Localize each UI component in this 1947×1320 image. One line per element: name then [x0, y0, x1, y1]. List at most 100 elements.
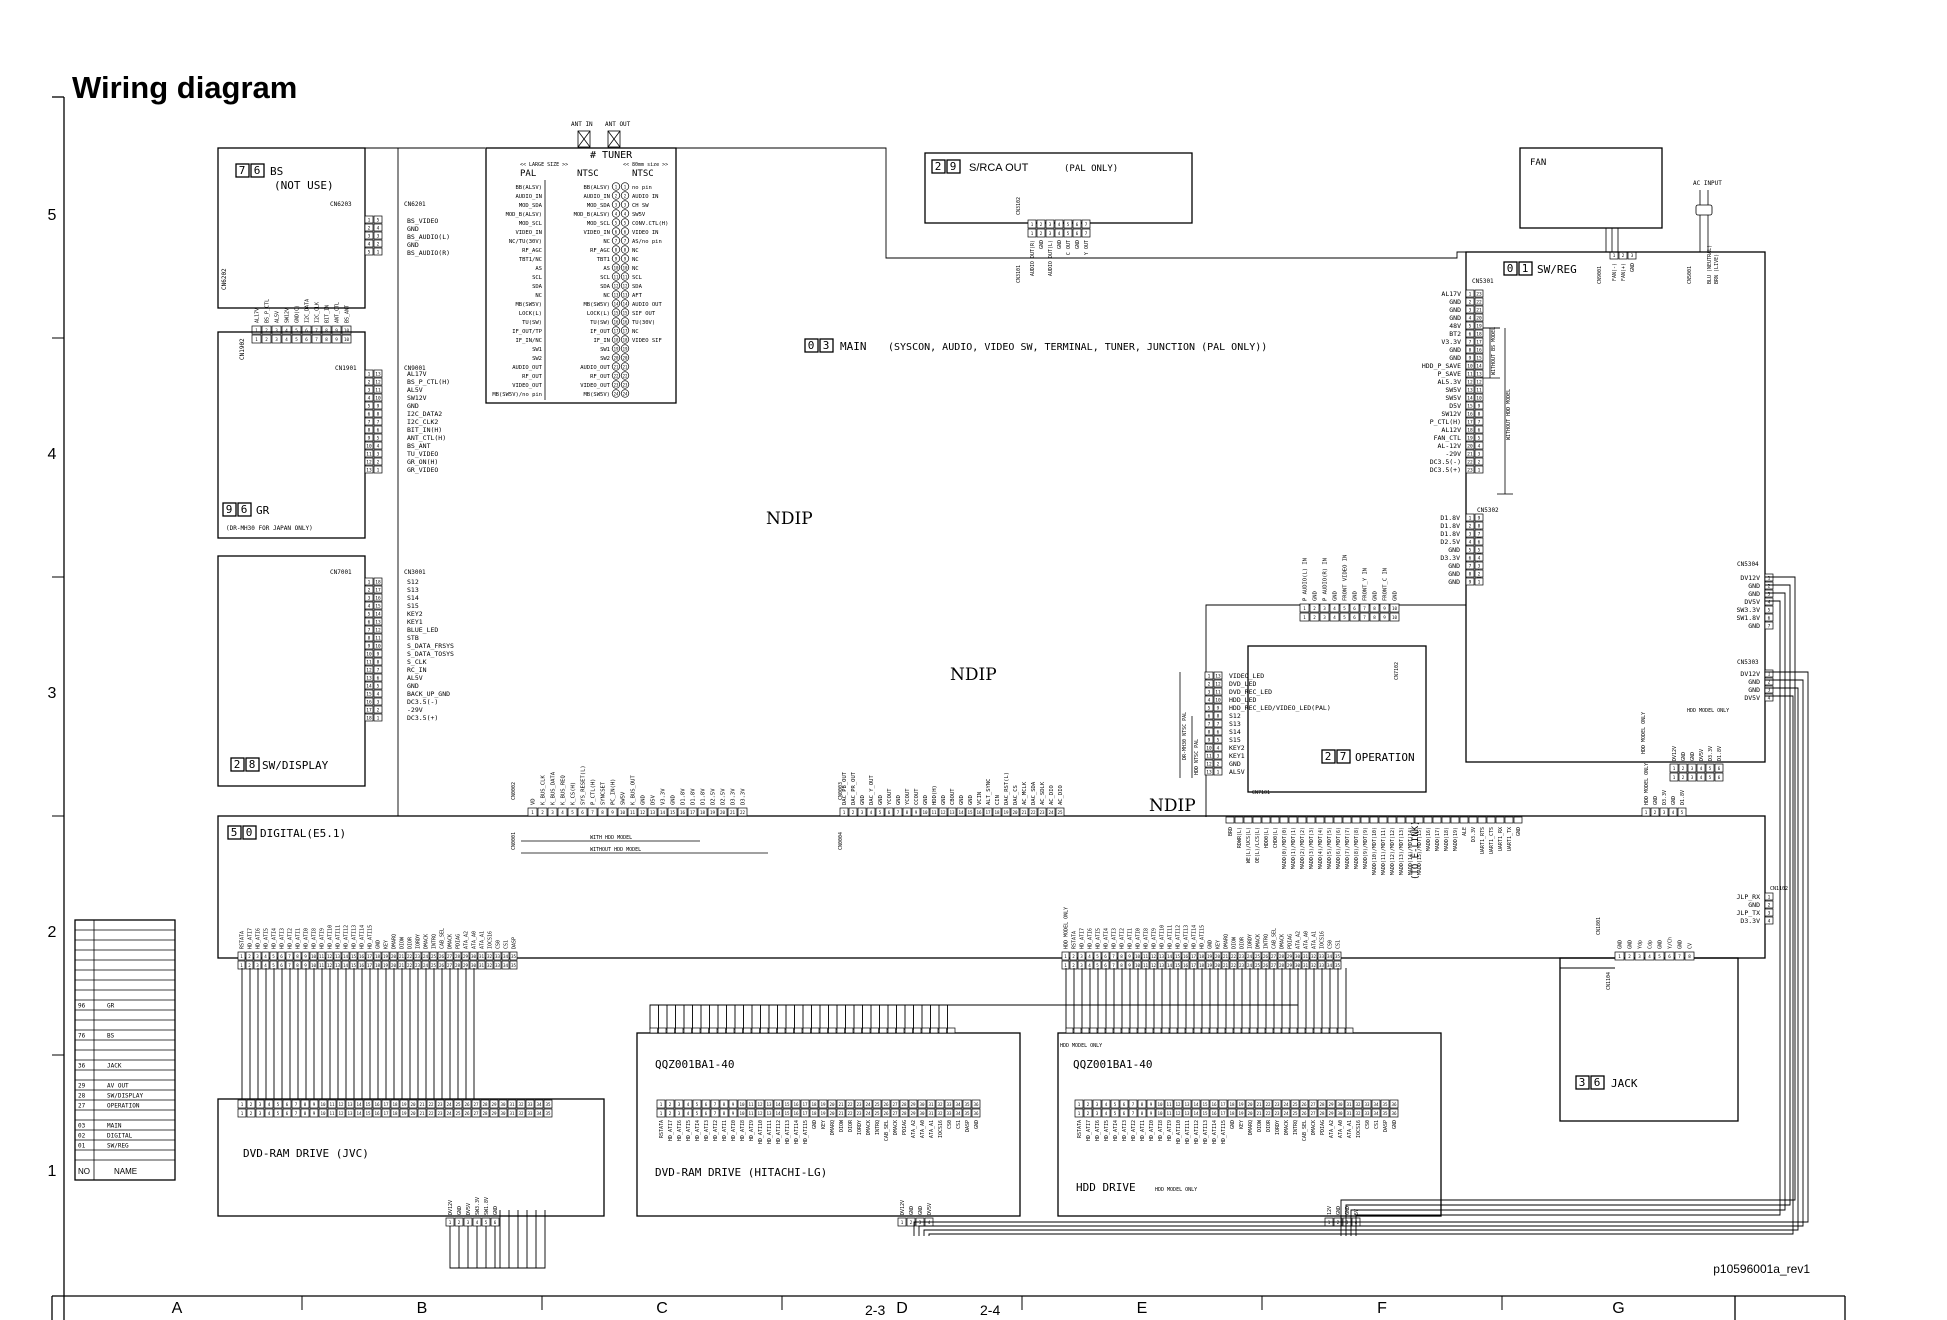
svg-text:27: 27	[473, 1102, 479, 1107]
connector-pin	[866, 807, 876, 817]
pin-label: P AUDIO(R) IN	[1323, 558, 1329, 601]
svg-text:35: 35	[1335, 954, 1341, 959]
connector-pin	[707, 807, 718, 817]
connector-pin	[1145, 1027, 1154, 1034]
connector-pin	[1204, 719, 1214, 728]
pin-label: DIOW	[1232, 936, 1238, 949]
connector-pin	[1109, 951, 1118, 961]
svg-text:21: 21	[1467, 452, 1473, 458]
svg-text:10: 10	[320, 1111, 326, 1116]
svg-text:23: 23	[1274, 1102, 1280, 1107]
tuner-pal-pin: NC/TU(30V)	[509, 239, 542, 245]
pin-label: HD_ATI1	[1128, 928, 1134, 949]
connector-pin	[1297, 816, 1307, 824]
svg-text:LOCK(L): LOCK(L)	[587, 311, 610, 317]
pin-label: BT2	[1449, 330, 1461, 338]
connector-pin	[1161, 1027, 1170, 1034]
svg-text:17: 17	[802, 1111, 808, 1116]
connector-pin	[1165, 951, 1174, 961]
bs-conn-b: CN6201	[404, 201, 426, 208]
grid-col-label: B	[417, 1300, 428, 1317]
pin-label: HD_ATI8	[740, 1120, 746, 1141]
svg-text:IF_IN: IF_IN	[593, 338, 610, 344]
board-digital: 5 0 DIGITAL(E5.1) CN0002 CN0001 CN0003 C…	[217, 765, 1766, 959]
svg-text:11: 11	[319, 963, 325, 968]
pin-label: HD_ATI6	[677, 1120, 683, 1141]
svg-text:34: 34	[503, 954, 509, 959]
svg-text:7: 7	[377, 420, 380, 426]
connector-pin	[557, 807, 568, 817]
svg-text:21: 21	[419, 1111, 425, 1116]
svg-text:1: 1	[377, 250, 380, 256]
pin-label: HD_ATI14	[1192, 925, 1198, 949]
svg-text:36: 36	[973, 1102, 979, 1107]
connector-pin	[1019, 807, 1029, 817]
jack-conn-a: CN1801	[1596, 917, 1602, 935]
svg-text:1: 1	[1217, 770, 1220, 776]
svg-text:9: 9	[615, 256, 618, 261]
connector-pin	[791, 1099, 801, 1109]
connector-pin	[692, 1099, 702, 1109]
pin-label: IORDY	[416, 934, 422, 949]
digital-board-name: DIGITAL(E5.1)	[260, 827, 346, 840]
svg-text:19: 19	[1238, 1111, 1244, 1116]
pin-label: DC3.5(+)	[1430, 466, 1461, 474]
tuner-pal-pin: SW2	[532, 356, 542, 362]
svg-text:1: 1	[255, 337, 258, 342]
svg-text:13: 13	[1159, 963, 1165, 968]
legend-no: 36	[78, 1063, 86, 1070]
svg-text:20: 20	[410, 1111, 416, 1116]
svg-text:17: 17	[1220, 1102, 1226, 1107]
svg-text:18: 18	[994, 810, 1000, 815]
connector-pin	[1209, 1027, 1218, 1034]
grid-row-label: 4	[48, 446, 57, 463]
svg-text:7: 7	[1469, 340, 1472, 346]
connector-pin	[1644, 951, 1655, 961]
pin-label: D3.3V	[1740, 917, 1760, 925]
tuner-ntsc-pin: SW5V	[632, 212, 646, 218]
svg-text:5: 5	[377, 218, 380, 224]
connector-pin	[760, 1027, 769, 1034]
pin-label: HDD_P_SAVE	[1422, 362, 1461, 370]
connector-pin	[1465, 361, 1475, 370]
connector-pin	[809, 1099, 819, 1109]
svg-text:2: 2	[1469, 524, 1472, 530]
connector-pin	[1414, 816, 1424, 824]
connector-pin	[1117, 951, 1126, 961]
connector-pin	[1028, 807, 1038, 817]
svg-text:4: 4	[368, 604, 371, 610]
svg-text:12: 12	[940, 810, 946, 815]
svg-text:15: 15	[1467, 404, 1473, 410]
srca-board-sub: (PAL ONLY)	[1064, 164, 1118, 174]
pin-label: BS_P_CTL(H)	[407, 378, 450, 386]
pin-label: DIOW	[400, 936, 406, 949]
pin-label: DMACK	[1284, 1120, 1290, 1135]
op-num-1: 2	[1325, 750, 1332, 763]
connector-pin	[1204, 735, 1214, 744]
legend-no: 01	[78, 1143, 86, 1150]
pin-label: I2C_CLK	[315, 302, 321, 323]
connector-pin	[1137, 1099, 1147, 1109]
connector-pin	[372, 1099, 382, 1109]
connector-pin	[1204, 711, 1214, 720]
svg-text:6: 6	[377, 676, 380, 682]
pin-label: S14	[1229, 728, 1241, 736]
svg-text:3: 3	[368, 596, 371, 602]
connector-pin	[525, 1099, 535, 1109]
connector-pin	[1465, 513, 1475, 522]
pin-label: GND	[493, 1206, 499, 1215]
svg-text:18: 18	[375, 580, 381, 586]
pin-label: FAN(-)	[1612, 263, 1618, 281]
svg-text:14: 14	[1167, 963, 1173, 968]
svg-text:18: 18	[1199, 963, 1205, 968]
svg-text:35: 35	[964, 1111, 970, 1116]
svg-text:17: 17	[623, 328, 628, 333]
svg-text:2: 2	[1768, 584, 1771, 590]
connector-pin	[1335, 1099, 1345, 1109]
bs-pin-label: GND	[407, 241, 419, 249]
connector-pin	[567, 807, 578, 817]
pin-label: S15	[1229, 736, 1241, 744]
svg-text:8: 8	[377, 660, 380, 666]
svg-text:23: 23	[856, 1102, 862, 1107]
connector-pin	[794, 1027, 803, 1034]
